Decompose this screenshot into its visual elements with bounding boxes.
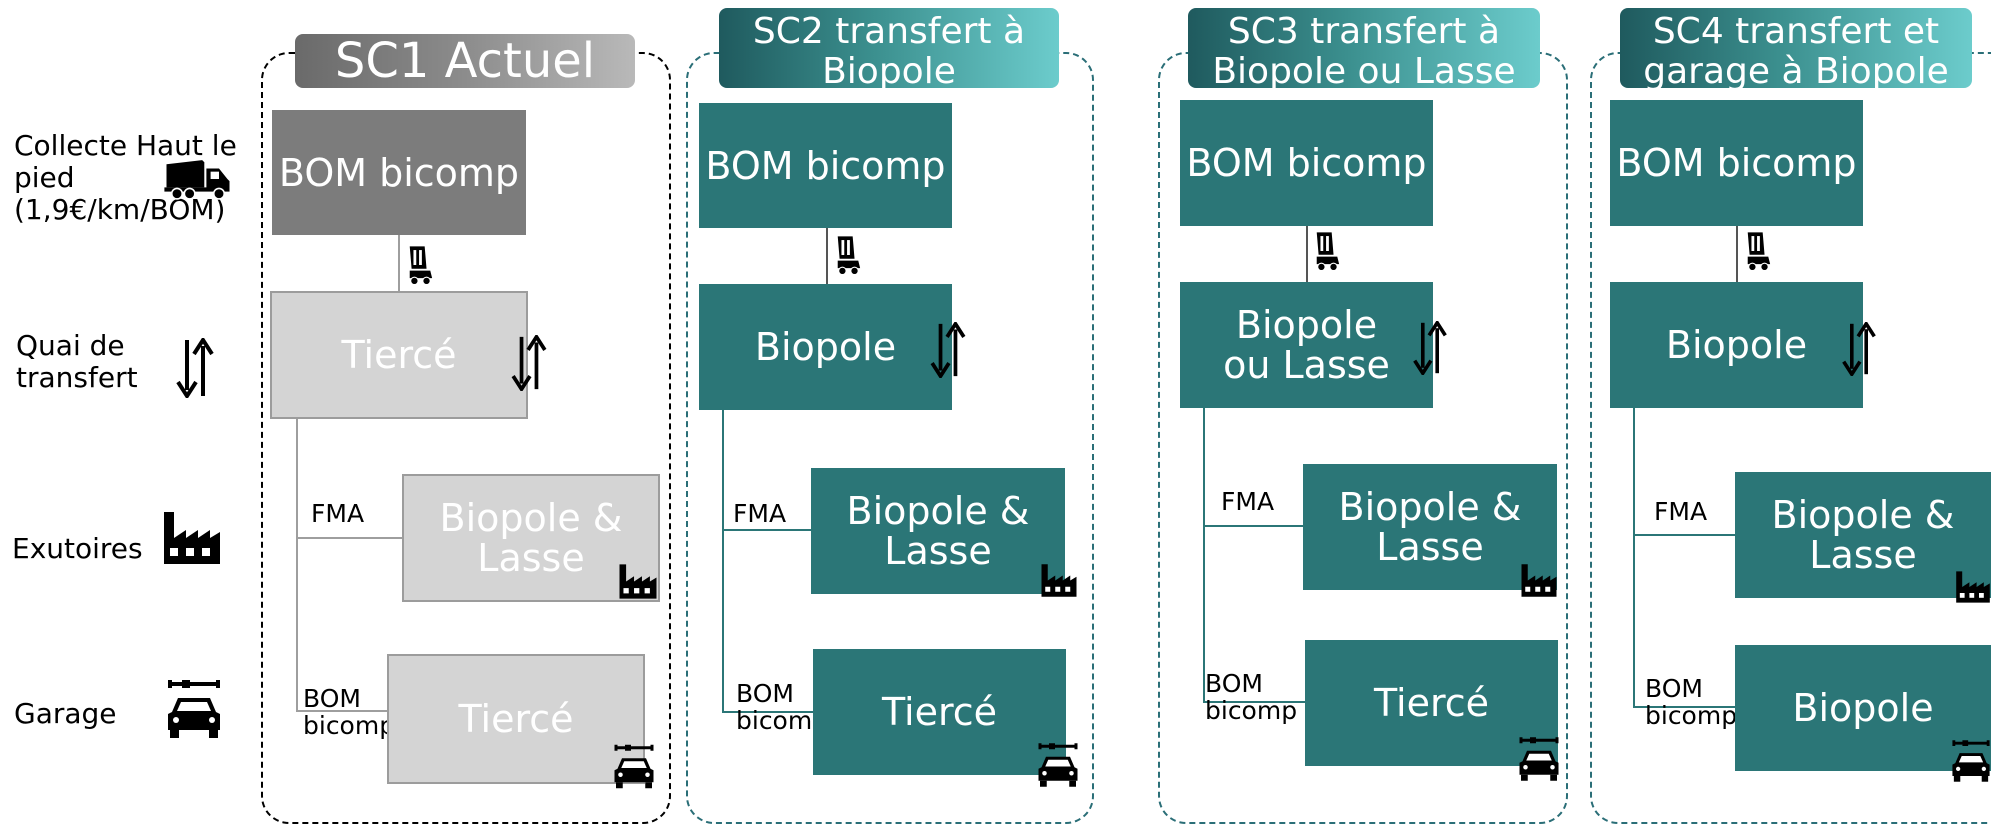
scenario-2-bom-label: BOM bicomp <box>736 679 829 735</box>
scenario-4-quai-box: Biopole <box>1610 282 1863 408</box>
scenario-1-trunk <box>296 419 298 711</box>
truck-tipper-icon <box>1313 230 1341 272</box>
factory-icon <box>162 510 222 566</box>
truck-tipper-icon <box>1744 230 1772 272</box>
scenario-2-branch-bom <box>722 711 813 713</box>
scenario-1-link-1 <box>398 235 400 291</box>
transfer-arrows-icon <box>929 322 967 378</box>
truck-tipper-icon <box>834 234 862 276</box>
factory-icon <box>1955 570 1991 604</box>
car-wrench-icon <box>166 678 222 740</box>
transfer-arrows-icon <box>510 335 548 391</box>
scenario-3-bom-label: BOM bicomp <box>1205 669 1298 725</box>
scenario-4-collecte-box: BOM bicomp <box>1610 100 1863 226</box>
truck-tipper-icon <box>406 244 434 286</box>
factory-icon <box>1040 563 1078 598</box>
transfer-arrows-icon <box>1840 322 1878 376</box>
legend-quai-label: Quai de transfert <box>16 329 138 394</box>
scenario-3-link-1 <box>1306 226 1308 282</box>
scenario-3-trunk <box>1203 408 1205 703</box>
scenario-1-branch-fma <box>296 537 403 539</box>
scenario-3-title: SC3 transfert à Biopole ou Lasse <box>1188 8 1540 88</box>
scenario-1-exutoire-box: Biopole & Lasse <box>402 474 660 602</box>
scenario-4-fma-label: FMA <box>1654 497 1708 526</box>
scenario-4-exutoire-box: Biopole & Lasse <box>1735 472 1991 598</box>
scenario-4-trunk <box>1633 408 1635 708</box>
transfer-arrows-icon <box>1411 321 1449 375</box>
scenario-3-garage-box: Tiercé <box>1305 640 1558 766</box>
scenario-4-branch-bom <box>1633 706 1735 708</box>
scenario-1-bom-label: BOM bicomp <box>303 684 396 740</box>
car-wrench-icon <box>1951 738 1991 784</box>
scenario-4-garage-box: Biopole <box>1735 645 1991 771</box>
scenario-2-link-1 <box>826 228 828 284</box>
scenario-2-title: SC2 transfert à Biopole <box>719 8 1059 88</box>
scenario-4-bom-label: BOM bicomp <box>1645 674 1738 730</box>
scenario-3-collecte-box: BOM bicomp <box>1180 100 1433 226</box>
car-wrench-icon <box>1037 741 1079 789</box>
scenario-1-fma-label: FMA <box>311 499 365 528</box>
scenario-1-quai-box: Tiercé <box>270 291 528 419</box>
scenario-2-trunk <box>722 410 724 712</box>
scenario-1-garage-box: Tiercé <box>387 654 645 784</box>
scenario-2-collecte-box: BOM bicomp <box>699 103 952 228</box>
scenario-1-collecte-box: BOM bicomp <box>272 110 526 235</box>
scenario-1-branch-bom <box>296 710 388 712</box>
factory-icon <box>618 563 658 600</box>
scenario-2-quai-box: Biopole <box>699 284 952 410</box>
legend-garage-label: Garage <box>14 697 117 730</box>
transfer-arrows-icon <box>175 338 215 398</box>
scenario-3-quai-box: Biopole ou Lasse <box>1180 282 1433 408</box>
scenario-2-garage-box: Tiercé <box>813 649 1066 775</box>
scenario-1-title: SC1 Actuel <box>295 34 635 88</box>
scenario-4-link-1 <box>1736 226 1738 282</box>
car-wrench-icon <box>1518 735 1560 783</box>
factory-icon <box>1520 563 1558 598</box>
scenario-3-branch-bom <box>1203 701 1305 703</box>
car-wrench-icon <box>613 743 655 790</box>
scenario-4-title: SC4 transfert et garage à Biopole <box>1620 8 1972 88</box>
scenario-2-exutoire-box: Biopole & Lasse <box>811 468 1065 594</box>
scenario-3-fma-label: FMA <box>1221 487 1275 516</box>
legend-collecte-label: Collecte Haut le pied (1,9€/km/BOM) <box>14 129 237 226</box>
scenario-3-exutoire-box: Biopole & Lasse <box>1303 464 1557 590</box>
scenario-3-branch-fma <box>1203 525 1303 527</box>
scenario-2-branch-fma <box>722 529 811 531</box>
truck-icon <box>164 158 232 200</box>
legend-exutoires-label: Exutoires <box>12 532 143 565</box>
scenario-4-branch-fma <box>1633 534 1735 536</box>
scenario-2-fma-label: FMA <box>733 499 787 528</box>
